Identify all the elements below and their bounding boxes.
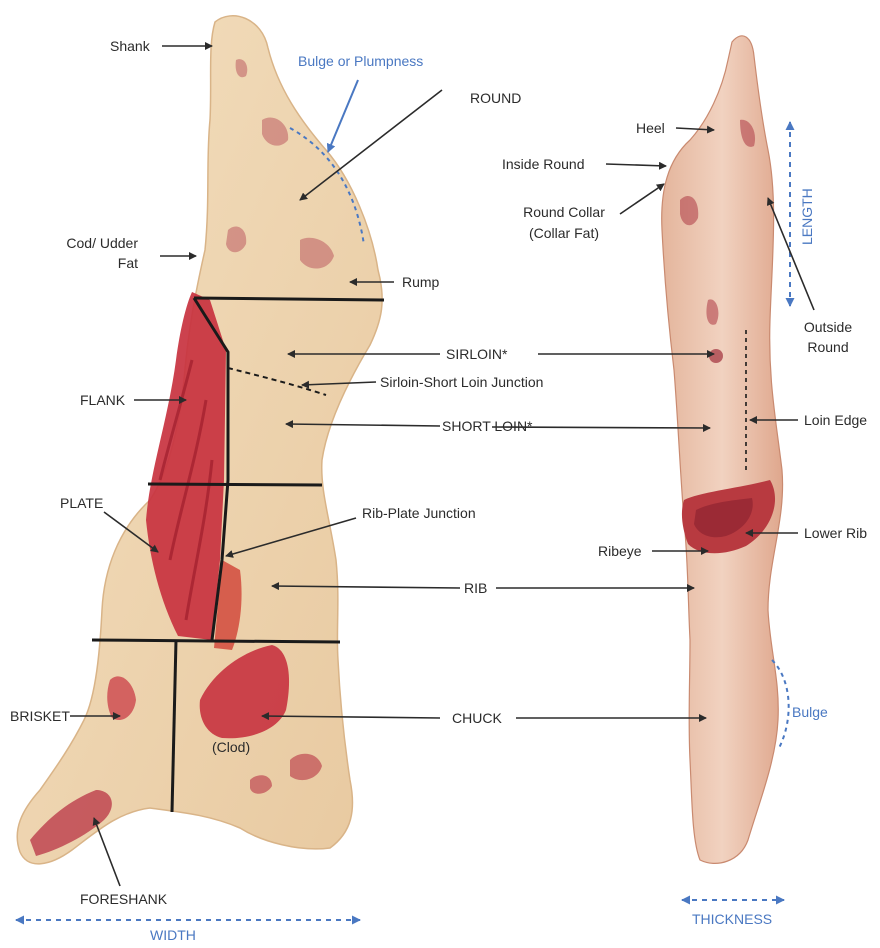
label-sirloin-short-loin-junction: Sirloin-Short Loin Junction xyxy=(380,374,543,390)
label-clod: (Clod) xyxy=(212,739,250,755)
carcass-side-view xyxy=(17,16,384,864)
label-loin-edge: Loin Edge xyxy=(804,412,867,428)
sirloin-eye xyxy=(709,349,723,363)
label-inside-round: Inside Round xyxy=(502,156,585,172)
rib-chuck-division xyxy=(92,640,340,642)
label-round-collar-2: (Collar Fat) xyxy=(529,225,599,241)
carcass-edge-view xyxy=(662,36,783,864)
label-ribeye: Ribeye xyxy=(598,543,642,559)
label-length: LENGTH xyxy=(799,188,815,245)
loin-rib-division xyxy=(148,484,322,485)
label-outside-round-2: Round xyxy=(807,339,848,355)
label-round: ROUND xyxy=(470,90,521,106)
label-foreshank: FORESHANK xyxy=(80,891,168,907)
label-sirloin: SIRLOIN* xyxy=(446,346,508,362)
label-rib-plate-junction: Rib-Plate Junction xyxy=(362,505,476,521)
label-brisket: BRISKET xyxy=(10,708,70,724)
label-round-collar-1: Round Collar xyxy=(523,204,605,220)
bulge-plumpness-arrow xyxy=(328,80,358,152)
inside-round-arrow xyxy=(606,164,666,166)
label-width: WIDTH xyxy=(150,927,196,943)
round-collar-arrow xyxy=(620,184,664,214)
label-cod-udder-fat-1: Cod/ Udder xyxy=(66,235,138,251)
label-rump: Rump xyxy=(402,274,440,290)
edge-outline xyxy=(662,36,783,864)
foreshank-arrow xyxy=(94,818,120,886)
label-short-loin: SHORT LOIN* xyxy=(442,418,533,434)
round-sirloin-division xyxy=(194,298,384,300)
label-flank: FLANK xyxy=(80,392,126,408)
label-lower-rib: Lower Rib xyxy=(804,525,867,541)
label-rib: RIB xyxy=(464,580,487,596)
label-cod-udder-fat-2: Fat xyxy=(118,255,138,271)
label-shank: Shank xyxy=(110,38,151,54)
label-plate: PLATE xyxy=(60,495,103,511)
label-bulge-or-plumpness: Bulge or Plumpness xyxy=(298,53,423,69)
label-heel: Heel xyxy=(636,120,665,136)
label-bulge: Bulge xyxy=(792,704,828,720)
label-outside-round-1: Outside xyxy=(804,319,852,335)
label-thickness: THICKNESS xyxy=(692,911,772,927)
label-chuck: CHUCK xyxy=(452,710,502,726)
